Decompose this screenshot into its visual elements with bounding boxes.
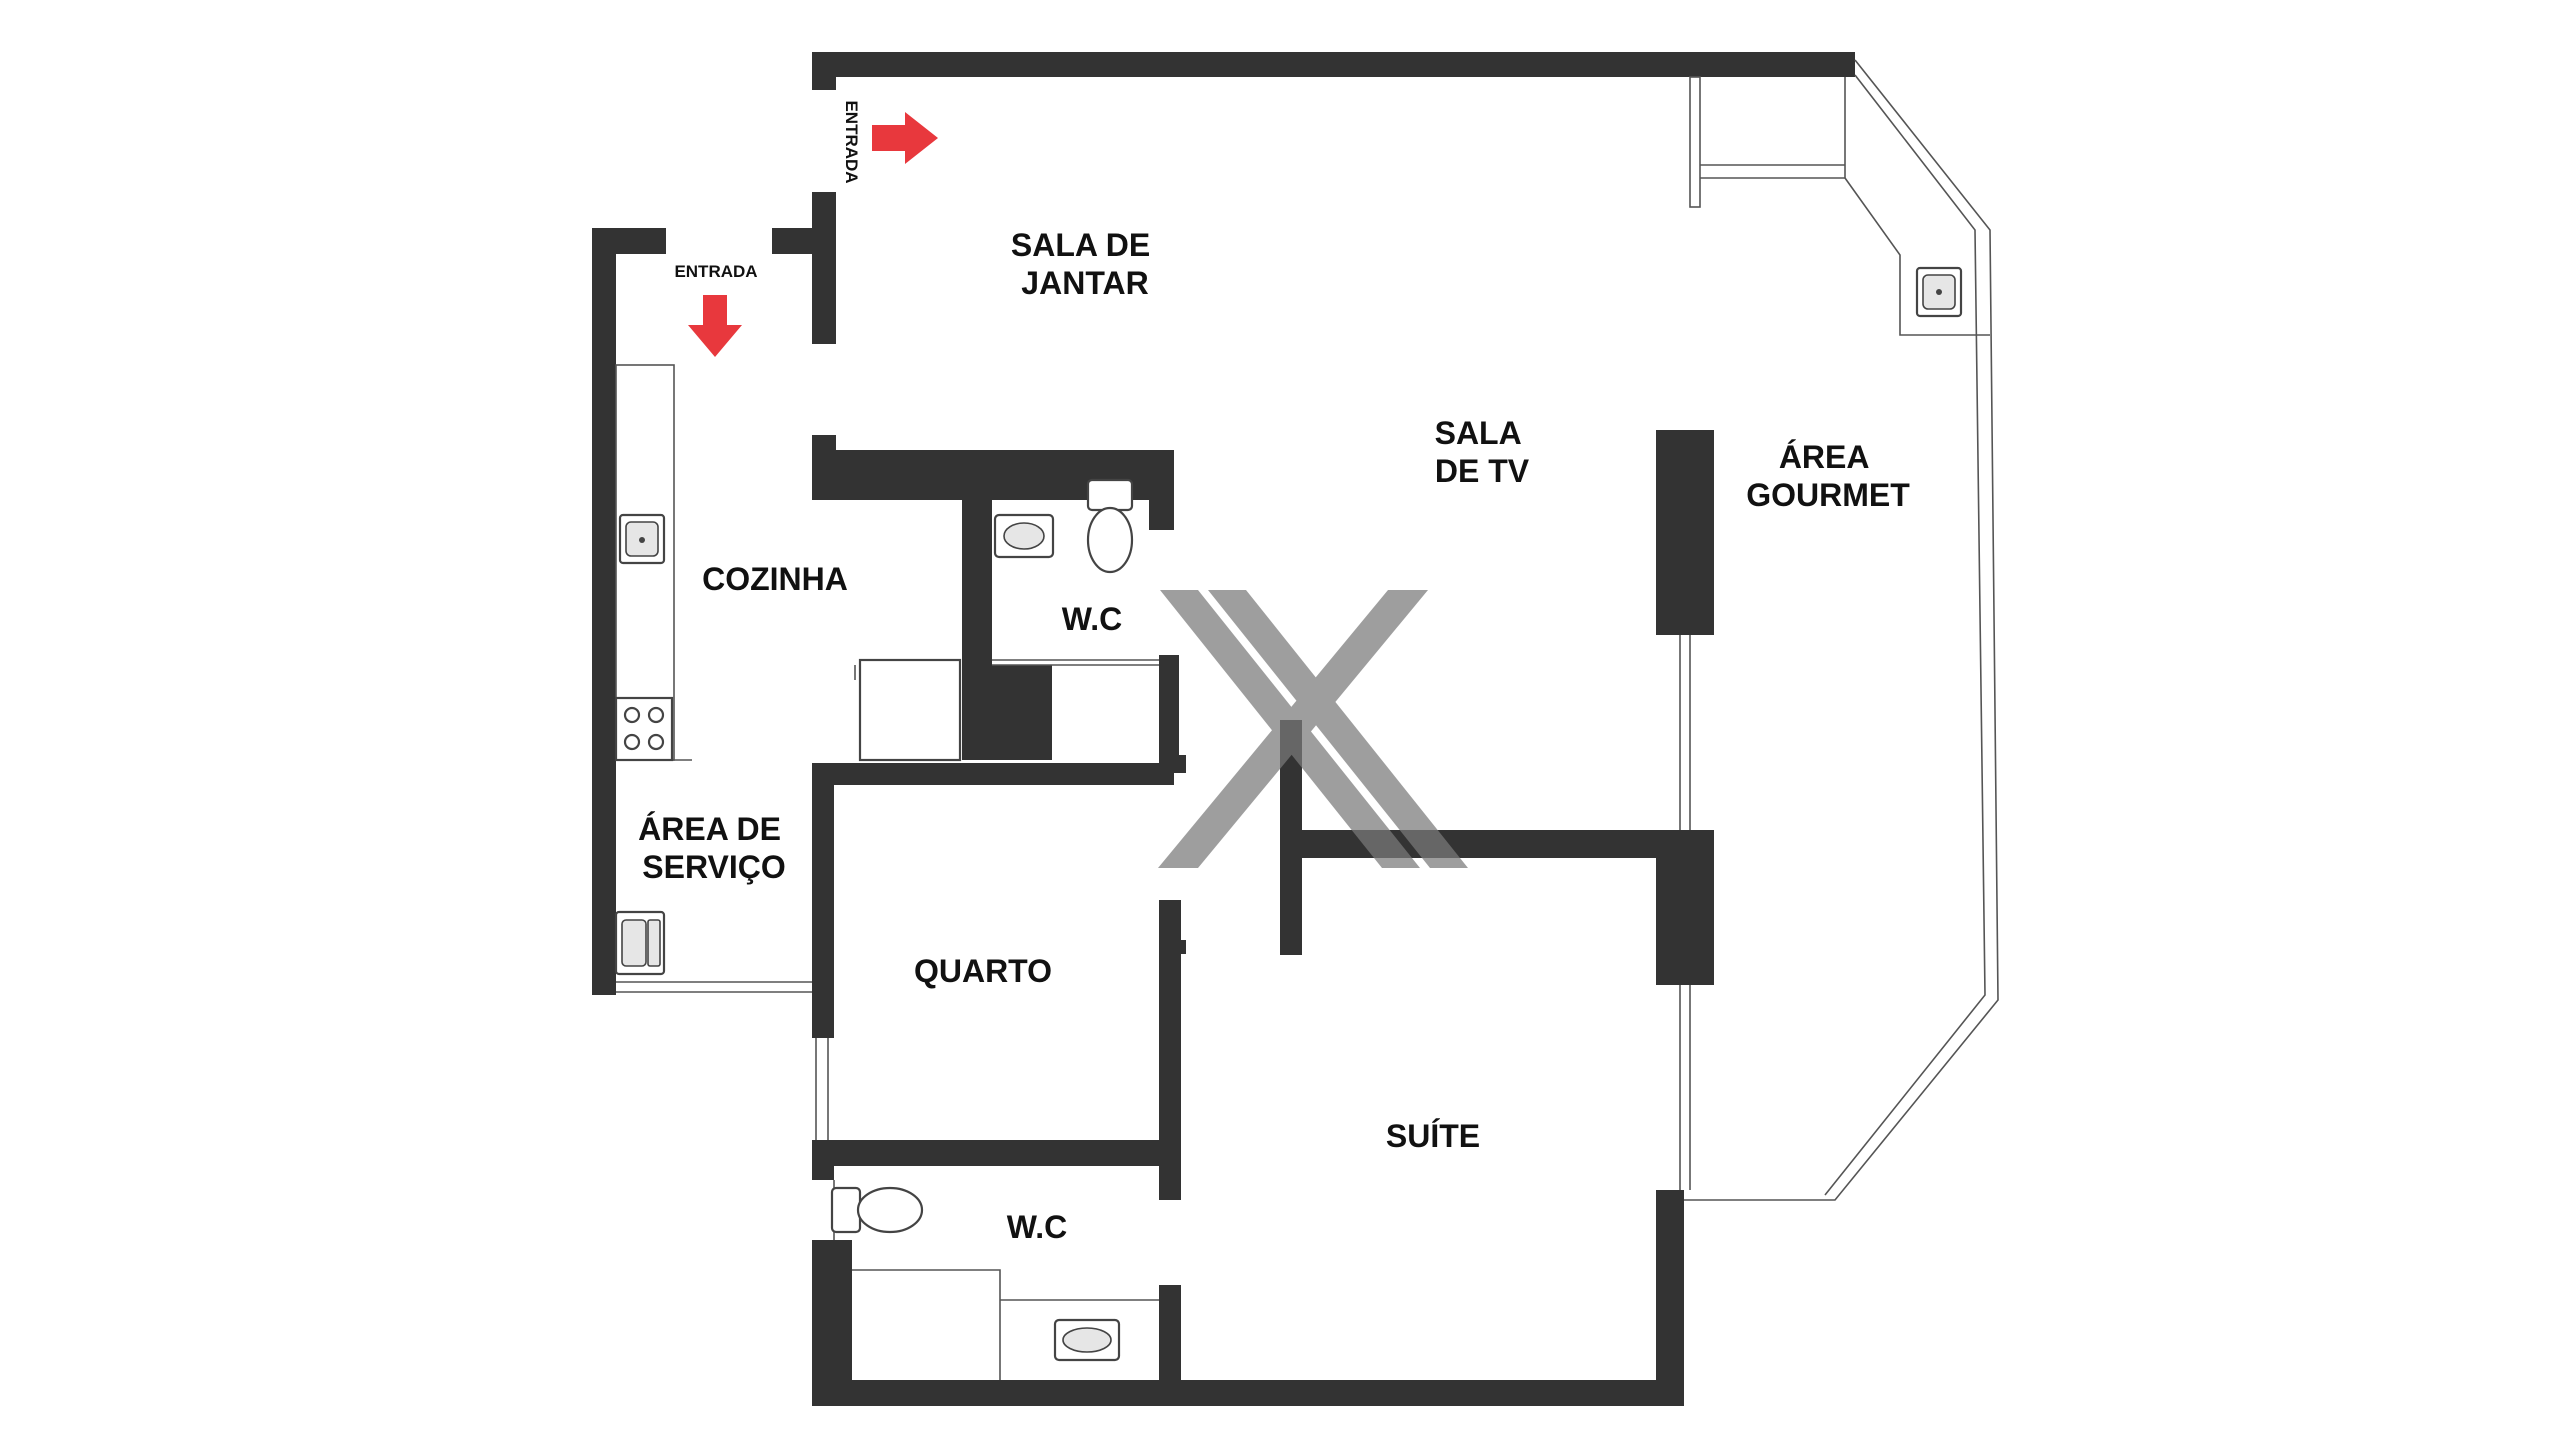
stove-icon [614,696,674,762]
thin-lines [615,59,1999,1380]
room-label-suite: SUÍTE [1386,1118,1480,1154]
gourmet-sink-icon [1915,266,1963,318]
room-label-sala-jantar: SALA DE JANTAR [1011,227,1159,301]
kitchen-sink-icon [618,513,666,565]
room-label-area-servico: ÁREA DE SERVIÇO [638,811,790,885]
entrance-label-left: ENTRADA [674,262,757,281]
laundry-sink-icon [614,910,666,976]
room-label-area-gourmet: ÁREA GOURMET [1746,439,1910,513]
washbasin-icon [993,513,1055,559]
entrance-arrow-right [872,112,938,164]
room-label-wc-top: W.C [1062,601,1122,637]
room-label-quarto: QUARTO [914,953,1052,989]
toilet-icon [1086,478,1134,574]
entrance-arrow-down [688,295,742,357]
entrance-label-top: ENTRADA [842,100,861,183]
toilet-icon [830,1186,924,1234]
walls [592,52,1855,1406]
room-label-cozinha: COZINHA [702,561,848,597]
room-label-sala-tv: SALA DE TV [1435,415,1530,489]
fixtures [614,266,1963,1362]
washbasin-icon [1053,1318,1121,1362]
room-label-wc-bottom: W.C [1007,1209,1067,1245]
x-logo-icon [1158,590,1468,868]
